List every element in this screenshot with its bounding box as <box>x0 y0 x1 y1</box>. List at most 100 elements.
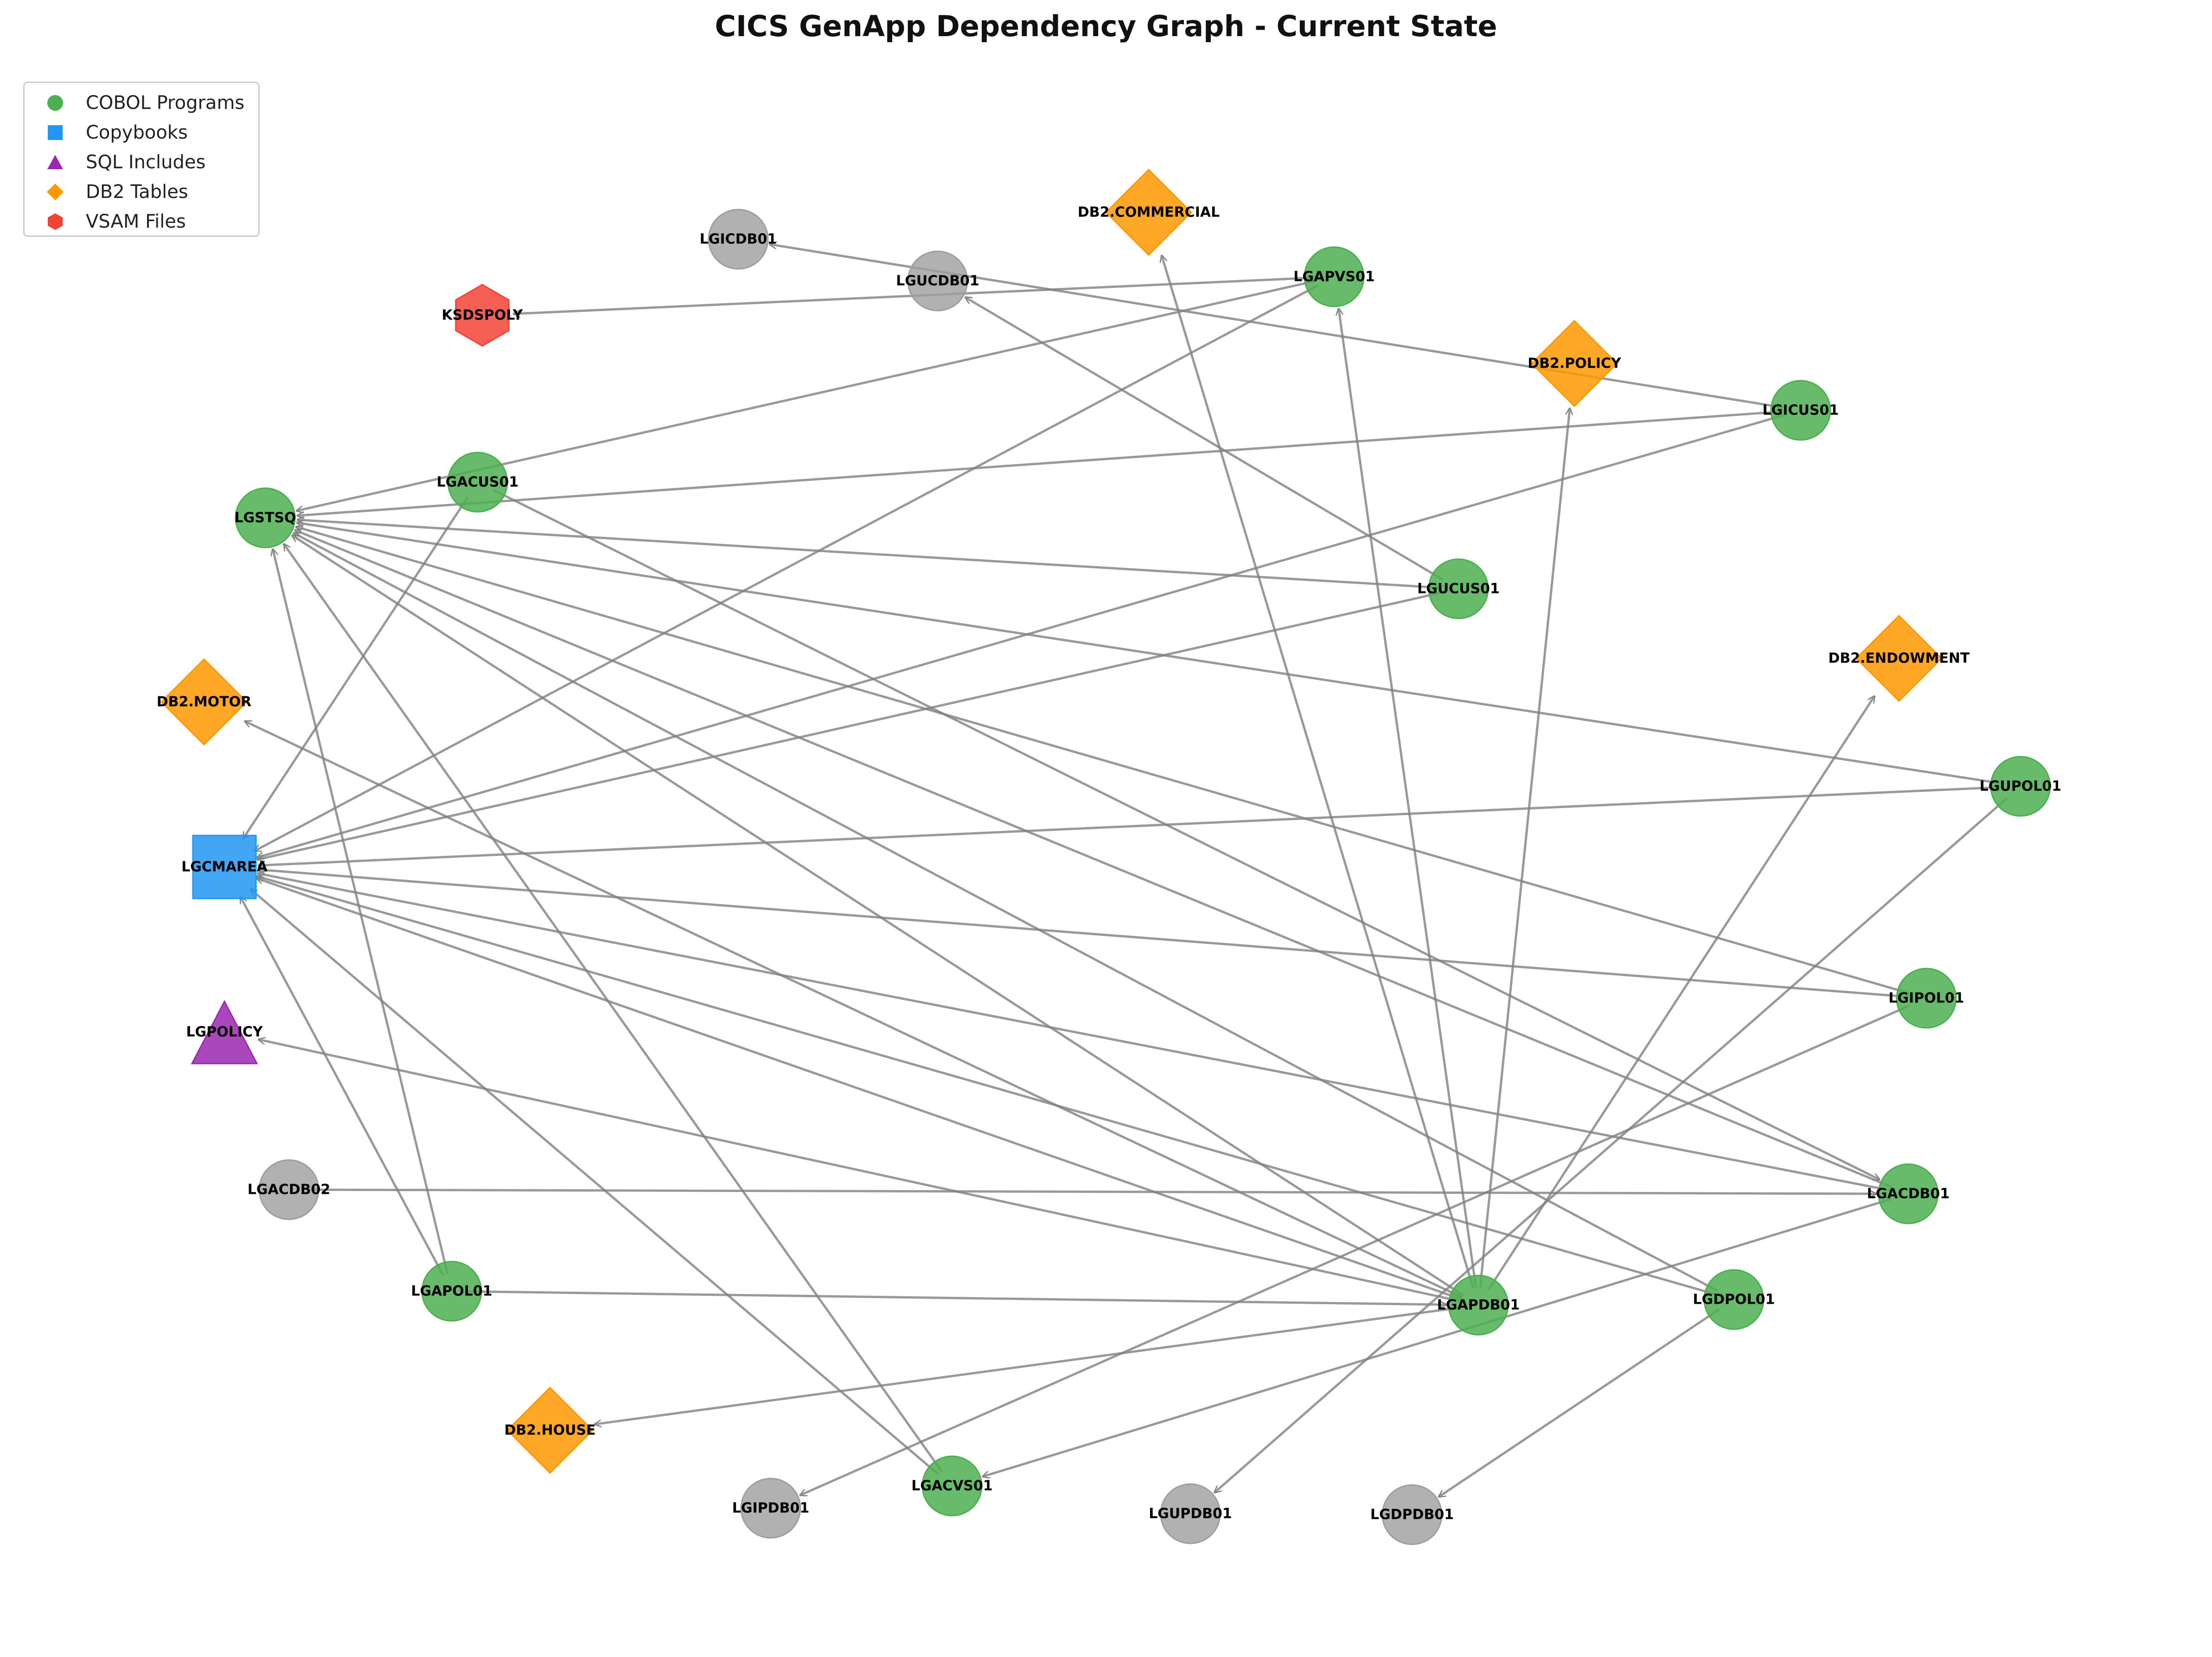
node-db2-house[interactable]: DB2.HOUSE <box>504 1386 596 1474</box>
unknown-node-shape <box>740 1478 801 1539</box>
node-label: DB2.COMMERCIAL <box>1078 204 1220 221</box>
unknown-node-shape <box>708 209 769 270</box>
edge-lgacvs01-to-lgcmarea <box>250 887 940 1476</box>
node-lgapol01[interactable]: LGAPOL01 <box>411 1261 492 1322</box>
edge-lgucus01-to-lgstsq <box>297 520 1441 589</box>
db2-node-shape <box>506 1386 594 1474</box>
legend-item-vsam: VSAM Files <box>43 210 186 233</box>
node-lgapdb01[interactable]: LGAPDB01 <box>1437 1275 1520 1336</box>
node-lgacvs01[interactable]: LGACVS01 <box>911 1455 993 1517</box>
edge-lgapdb01-to-lgstsq <box>292 534 1464 1297</box>
node-lgapvs01[interactable]: LGAPVS01 <box>1293 246 1375 307</box>
program-node-shape <box>235 487 296 548</box>
edge-lgapdb01-to-lgapvs01 <box>1338 308 1477 1288</box>
edge-lgupol01-to-lgcmarea <box>258 786 2003 866</box>
program-node-shape <box>921 1455 983 1517</box>
program-node-shape <box>1770 380 1831 441</box>
node-label: LGPOLICY <box>186 1024 263 1040</box>
node-label: LGUPDB01 <box>1149 1506 1232 1522</box>
program-node-shape <box>1896 968 1957 1029</box>
node-label: LGDPOL01 <box>1693 1292 1775 1308</box>
unknown-node-shape <box>907 250 968 312</box>
node-label: LGICUS01 <box>1763 402 1839 419</box>
unknown-node-shape <box>1160 1483 1221 1544</box>
node-lgipol01[interactable]: LGIPOL01 <box>1888 968 1964 1029</box>
copybook-node-shape <box>192 835 257 899</box>
node-label: KSDSPOLY <box>441 307 523 324</box>
node-lgacdb01[interactable]: LGACDB01 <box>1867 1163 1950 1224</box>
edge-lgipol01-to-lgstsq <box>295 527 1910 994</box>
node-lgdpdb01[interactable]: LGDPDB01 <box>1370 1484 1454 1545</box>
legend-item-copybooks: Copybooks <box>43 121 188 144</box>
node-label: DB2.ENDOWMENT <box>1828 650 1970 667</box>
graph-title: CICS GenApp Dependency Graph - Current S… <box>715 9 1497 43</box>
legend-label: Copybooks <box>86 122 188 143</box>
node-db2-endowment[interactable]: DB2.ENDOWMENT <box>1828 614 1970 702</box>
diamond-icon <box>43 180 67 204</box>
node-label: DB2.HOUSE <box>504 1422 595 1439</box>
program-node-shape <box>421 1261 482 1322</box>
node-lgupdb01[interactable]: LGUPDB01 <box>1149 1483 1232 1544</box>
node-lgstsq[interactable]: LGSTSQ <box>235 487 296 548</box>
node-lgicdb01[interactable]: LGICDB01 <box>700 209 777 270</box>
node-lgupol01[interactable]: LGUPOL01 <box>1980 756 2061 817</box>
node-lgdpol01[interactable]: LGDPOL01 <box>1693 1269 1775 1330</box>
edge-lgapol01-to-lgcmarea <box>239 896 445 1276</box>
edge-lgacdb02-to-lgacdb01 <box>307 1188 1877 1194</box>
edge-lgapdb01-to-db2-house <box>594 1306 1461 1424</box>
node-ksdspoly[interactable]: KSDSPOLY <box>441 284 524 347</box>
circle-icon <box>43 91 67 115</box>
node-db2-commercial[interactable]: DB2.COMMERCIAL <box>1078 168 1220 256</box>
edge-lgapdb01-to-lgpolicy <box>258 1039 1462 1303</box>
square-icon <box>43 121 67 144</box>
edge-lgacdb01-to-lgcmarea <box>257 873 1891 1192</box>
program-node-shape <box>1304 246 1365 307</box>
hexagon-icon <box>43 210 67 233</box>
node-label: LGAPOL01 <box>411 1283 492 1300</box>
node-lgcmarea[interactable]: LGCMAREA <box>181 835 268 899</box>
node-lgacus01[interactable]: LGACUS01 <box>437 452 519 513</box>
edge-lgipol01-to-lgcmarea <box>258 870 1909 998</box>
legend-label: VSAM Files <box>86 211 186 232</box>
node-label: LGACDB02 <box>248 1182 331 1198</box>
node-label: LGAPVS01 <box>1293 269 1375 285</box>
edge-lgdpol01-to-lgcmarea <box>256 876 1717 1296</box>
edge-lgapvs01-to-lgcmarea <box>254 284 1319 853</box>
edge-lgacvs01-to-lgstsq <box>282 543 943 1472</box>
node-lgacdb02[interactable]: LGACDB02 <box>248 1159 331 1220</box>
edge-lgucus01-to-lgucdb01 <box>965 296 1444 581</box>
node-lgpolicy[interactable]: LGPOLICY <box>186 1000 263 1064</box>
program-node-shape <box>1448 1275 1509 1336</box>
program-node-shape <box>1990 756 2051 817</box>
node-label: LGIPDB01 <box>732 1500 809 1517</box>
legend-item-cobol: COBOL Programs <box>43 91 244 115</box>
node-label: LGACUS01 <box>437 474 519 491</box>
program-node-shape <box>1878 1163 1939 1224</box>
node-db2-policy[interactable]: DB2.POLICY <box>1528 319 1622 408</box>
triangle-icon <box>43 151 67 174</box>
node-lgucdb01[interactable]: LGUCDB01 <box>896 250 979 312</box>
program-node-shape <box>1703 1269 1764 1330</box>
node-db2-motor[interactable]: DB2.MOTOR <box>157 658 251 746</box>
db2-node-shape <box>160 658 248 746</box>
node-lgucus01[interactable]: LGUCUS01 <box>1417 558 1500 619</box>
db2-node-shape <box>1855 614 1943 702</box>
edge-lgapdb01-to-db2-motor <box>244 720 1463 1299</box>
node-label: DB2.MOTOR <box>157 694 251 710</box>
db2-node-shape <box>1105 168 1193 256</box>
node-lgipdb01[interactable]: LGIPDB01 <box>732 1478 809 1539</box>
edge-lgipol01-to-lgipdb01 <box>799 1004 1911 1497</box>
legend-label: SQL Includes <box>86 152 206 173</box>
node-label: LGAPDB01 <box>1437 1297 1520 1313</box>
edges-layer <box>239 244 2008 1498</box>
edge-lgucus01-to-lgcmarea <box>257 592 1442 860</box>
node-label: LGIPOL01 <box>1888 990 1964 1007</box>
node-lgicus01[interactable]: LGICUS01 <box>1763 380 1839 441</box>
node-label: LGACDB01 <box>1867 1186 1950 1202</box>
node-label: DB2.POLICY <box>1528 356 1622 372</box>
node-label: LGUCUS01 <box>1417 581 1500 597</box>
db2-node-shape <box>1530 319 1618 408</box>
node-label: LGACVS01 <box>911 1478 993 1494</box>
edge-lgapdb01-to-db2-policy <box>1479 408 1570 1288</box>
